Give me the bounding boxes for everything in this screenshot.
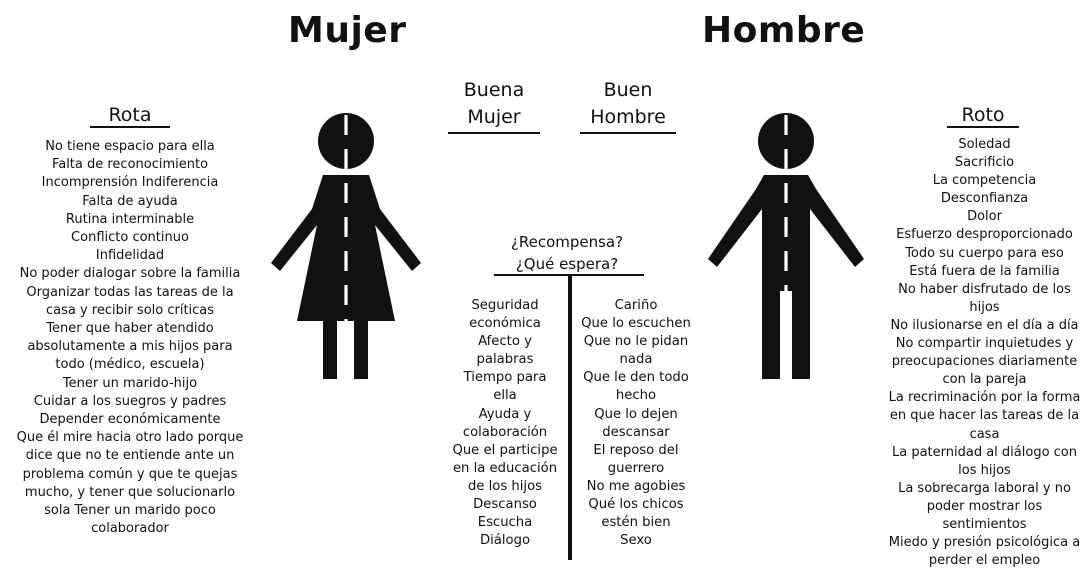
list-item: colaboración — [462, 424, 548, 440]
list-item: Falta de reconocimiento — [51, 157, 209, 173]
heading-reward-question: ¿Recompensa? ¿Qué espera? — [510, 233, 624, 273]
title-woman: Mujer — [288, 10, 407, 51]
list-item: Conflicto continuo — [71, 230, 189, 246]
heading-good-man: Buen Hombre — [590, 79, 666, 128]
list-item: Incomprensión Indiferencia — [41, 175, 219, 191]
list-item: Tiempo para — [463, 370, 547, 386]
list-item: colaborador — [91, 521, 169, 537]
list-item: Qué los chicos — [588, 497, 684, 513]
list-item: Descanso — [473, 497, 537, 513]
list-item: mucho, y tener que solucionarlo — [24, 484, 236, 500]
list-item: Está fuera de la familia — [909, 263, 1060, 279]
list-item: preocupaciones diariamente — [891, 354, 1078, 370]
list-item: Que lo dejen — [594, 406, 678, 422]
list-item: de los hijos — [467, 478, 543, 494]
man-figure-icon — [708, 113, 864, 383]
list-item: Infidelidad — [95, 248, 165, 264]
list-item: Tener que haber atendido — [46, 321, 214, 337]
list-item: Rutina interminable — [65, 211, 195, 227]
list-item: Que le den todo — [583, 370, 689, 386]
list-item: Seguridad — [471, 298, 539, 313]
list-item: No tiene espacio para ella — [45, 139, 215, 154]
list-item: Miedo y presión psicológica a — [888, 535, 1081, 551]
list-item: Que lo escuchen — [581, 316, 691, 332]
list-item: Organizar todas las tareas de la — [26, 284, 234, 300]
list-item: La paternidad al diálogo con — [891, 444, 1077, 460]
list-item: No compartir inquietudes y — [895, 336, 1074, 352]
list-item: Que no le pidan — [583, 334, 689, 350]
list-item: El reposo del — [593, 442, 679, 458]
heading-roto: Roto — [883, 104, 1083, 128]
list-item: Que el participe — [452, 442, 558, 458]
underline-good-woman — [448, 132, 540, 134]
underline-good-man — [580, 132, 676, 134]
list-item: hecho — [615, 388, 657, 404]
list-item: Cariño — [614, 298, 658, 313]
list-item: Dolor — [967, 209, 1002, 225]
list-item: Soledad — [958, 137, 1011, 152]
t-divider-vertical — [568, 275, 572, 560]
heading-rota: Rota — [0, 104, 260, 128]
list-item: económica — [469, 316, 541, 332]
list-item: Afecto y — [478, 334, 532, 350]
list-item: No me agobies — [586, 478, 686, 494]
list-item: todo (médico, escuela) — [55, 357, 205, 373]
list-item: No haber disfrutado de los — [898, 281, 1071, 297]
list-item: Cuidar a los suegros y padres — [33, 393, 227, 409]
list-item: poder mostrar los — [926, 498, 1043, 514]
list-item: Todo su cuerpo para eso — [905, 245, 1064, 261]
list-item: nada — [619, 352, 653, 368]
list-item: hijos — [969, 299, 1000, 315]
list-item: Ayuda y — [478, 406, 532, 422]
list-item: Esfuerzo desproporcionado — [896, 227, 1073, 243]
list-item: Que él mire hacia otro lado porque — [16, 430, 244, 446]
list-item: dice que no te entiende ante un — [25, 448, 235, 464]
woman-figure-icon — [271, 113, 421, 383]
list-item: estén bien — [601, 515, 671, 531]
list-item: Desconfianza — [940, 191, 1029, 207]
list-item: descansar — [602, 424, 670, 440]
list-item: en que hacer las tareas de la — [889, 408, 1080, 424]
list-item: absolutamente a mis hijos para — [27, 339, 233, 355]
list-item: palabras — [476, 352, 534, 368]
list-item: La sobrecarga laboral y no — [898, 480, 1071, 496]
list-item: perder el empleo — [928, 553, 1041, 569]
list-item: No poder dialogar sobre la familia — [19, 266, 241, 282]
list-item: guerrero — [607, 460, 665, 476]
list-item: casa — [969, 426, 1000, 442]
list-item: los hijos — [958, 462, 1011, 478]
list-item: Tener un marido-hijo — [62, 375, 198, 391]
list-item: La recriminación por la forma — [888, 390, 1081, 406]
list-item: Diálogo — [479, 533, 531, 549]
list-item: Escucha — [477, 515, 533, 531]
list-item: ella — [493, 388, 517, 404]
list-item: sentimientos — [942, 516, 1027, 532]
list-item: No ilusionarse en el día a día — [890, 317, 1079, 333]
list-item: Sacrificio — [954, 155, 1015, 171]
list-item: casa y recibir solo críticas — [45, 302, 215, 318]
title-man: Hombre — [702, 10, 866, 51]
list-item: La competencia — [932, 173, 1037, 189]
list-item: Sexo — [620, 533, 652, 549]
list-item: Falta de ayuda — [82, 193, 178, 209]
list-item: problema común y que te quejas — [22, 466, 238, 482]
list-item: sola Tener un marido poco — [44, 503, 216, 519]
list-item: con la pareja — [942, 372, 1027, 388]
list-item: Depender económicamente — [39, 412, 221, 428]
heading-good-woman: Buena Mujer — [463, 79, 525, 128]
list-item: en la educación — [452, 460, 558, 476]
